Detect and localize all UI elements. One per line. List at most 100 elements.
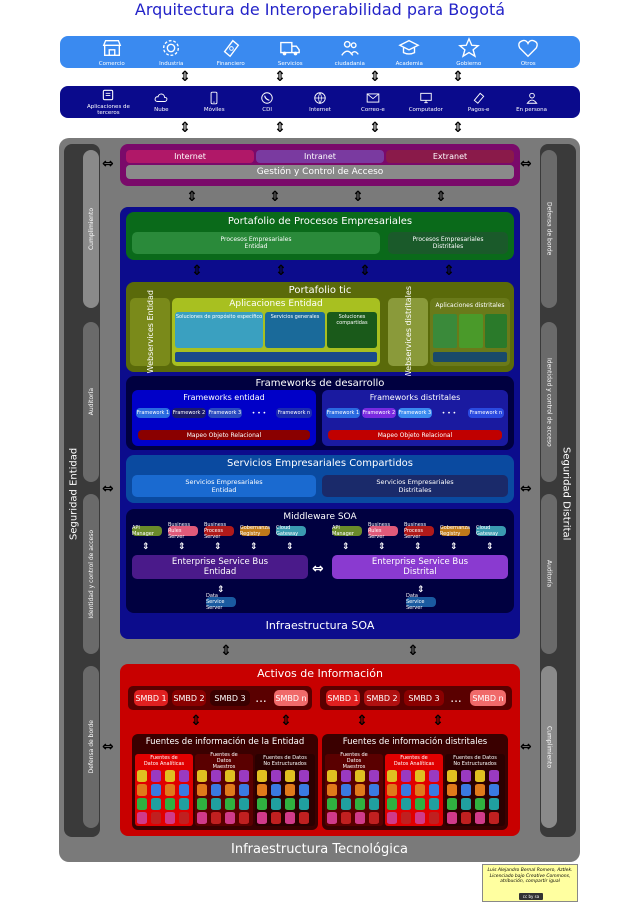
middleware-title: Middleware SOA xyxy=(283,512,357,522)
fw-d-2: Framework 2 xyxy=(362,408,396,418)
ws-distritales: Webservices distritales xyxy=(388,286,428,378)
database-icon xyxy=(197,798,207,810)
fw-d-1: Framework 1 xyxy=(326,408,360,418)
store-icon xyxy=(102,39,122,56)
seguridad-entidad-column: Cumplimiento Auditoría Identidad y contr… xyxy=(64,144,100,837)
database-icon xyxy=(447,812,457,824)
arrow-updown: ⇕ xyxy=(359,263,371,279)
smbd-d-n: SMBD n xyxy=(470,690,506,706)
fw-e-2: Framework 2 xyxy=(172,408,206,418)
intranet-pill: Intranet xyxy=(256,150,384,163)
arrow-leftright: ⇔ xyxy=(102,481,114,497)
database-icon xyxy=(239,812,249,824)
sector-industria: Industria xyxy=(142,37,202,68)
mw-e-registry: Gobernanza Registry xyxy=(239,525,271,537)
frameworks-distritales-title: Frameworks distritales xyxy=(369,392,461,402)
arrow-updown-small: ⇕ xyxy=(378,542,386,552)
sector-servicios: Servicios xyxy=(261,37,321,68)
database-icon xyxy=(369,784,379,796)
arrow-updown: ⇕ xyxy=(179,120,191,136)
arrow-leftright: ⇔ xyxy=(102,156,114,172)
arrow-updown-small: ⇕ xyxy=(250,542,258,552)
arrow-updown-small: ⇕ xyxy=(286,542,294,552)
tic-title: Portafolio tic xyxy=(288,284,352,296)
database-icon xyxy=(461,784,471,796)
arrow-updown: ⇕ xyxy=(452,120,464,136)
sector-otros: Otros xyxy=(499,37,559,68)
smbd-e-3: SMBD 3 xyxy=(210,690,250,706)
page-title: Arquitectura de Interoperabilidad para B… xyxy=(134,0,506,19)
esb-entidad: Enterprise Service Bus Entidad xyxy=(132,555,308,579)
servicios-box: Servicios Empresariales Compartidos Serv… xyxy=(126,455,514,503)
arrow-updown-small: ⇕ xyxy=(417,585,425,595)
database-icon xyxy=(271,784,281,796)
procesos-entidad: Procesos Empresariales Entidad xyxy=(132,232,380,254)
smbd-d-3: SMBD 3 xyxy=(404,690,444,706)
channel-computador: Computador xyxy=(399,91,452,114)
database-icon xyxy=(285,812,295,824)
database-icon xyxy=(151,798,161,810)
database-icon xyxy=(387,784,397,796)
arrow-updown: ⇕ xyxy=(407,643,419,659)
database-icon xyxy=(271,770,281,782)
sector-gobierno: Gobierno xyxy=(439,36,499,68)
mw-d-rules: Business Rules Server xyxy=(368,522,398,540)
mw-e-rules: Business Rules Server xyxy=(168,522,198,540)
arrow-updown: ⇕ xyxy=(452,69,464,85)
database-icon xyxy=(197,812,207,824)
data-service-entidad: Data Service Server xyxy=(206,593,236,611)
servicios-title: Servicios Empresariales Compartidos xyxy=(226,457,414,469)
servicios-entidad: Servicios Empresariales Entidad xyxy=(132,475,316,497)
arrow-updown-small: ⇕ xyxy=(414,542,422,552)
arrow-updown: ⇕ xyxy=(186,189,198,205)
data-service-distrital: Data Service Server xyxy=(406,593,436,611)
arrow-updown: ⇕ xyxy=(435,189,447,205)
database-icon xyxy=(461,798,471,810)
smbd-d-2: SMBD 2 xyxy=(364,690,400,706)
database-icon xyxy=(429,798,439,810)
frameworks-distritales-box: Frameworks distritales Framework 1 Frame… xyxy=(322,390,508,446)
database-icon xyxy=(415,798,425,810)
left-seg-defensa: Defensa de borde xyxy=(83,666,99,828)
esb-distrital: Enterprise Service Bus Distrital xyxy=(332,555,508,579)
apps-dist-strip xyxy=(433,352,507,362)
extranet-pill: Extranet xyxy=(386,150,514,163)
smbd-distrital-box: SMBD 1 SMBD 2 SMBD 3 ... SMBD n xyxy=(320,686,512,710)
database-icon xyxy=(341,770,351,782)
database-icon xyxy=(285,784,295,796)
right-seg-identidad: Identidad y control de acceso xyxy=(541,322,557,482)
database-icon xyxy=(401,770,411,782)
database-icon xyxy=(239,798,249,810)
arrow-updown-small: ⇕ xyxy=(486,542,494,552)
smbd-e-dots: ... xyxy=(255,691,267,705)
database-icon xyxy=(151,812,161,824)
channel-cdi: CDI xyxy=(241,91,294,114)
database-icon xyxy=(415,812,425,824)
database-icon xyxy=(299,798,309,810)
database-icon xyxy=(285,770,295,782)
database-icon xyxy=(211,784,221,796)
database-icon xyxy=(387,812,397,824)
mapeo-distrital: Mapeo Objeto Relacional xyxy=(328,430,502,440)
smbd-d-dots: ... xyxy=(450,691,462,705)
channels-band: Aplicaciones de terceros Nube Móviles CD… xyxy=(60,86,580,118)
database-icon xyxy=(225,812,235,824)
mw-e-api: API Manager xyxy=(132,525,162,537)
monitor-icon xyxy=(420,92,432,103)
database-icon xyxy=(285,798,295,810)
arrow-updown: ⇕ xyxy=(443,263,455,279)
database-icon xyxy=(401,812,411,824)
database-icon xyxy=(299,812,309,824)
apps-services-strip xyxy=(175,352,377,362)
right-seg-cumplimiento: Cumplimiento xyxy=(541,666,557,828)
fw-d-n: Framework n xyxy=(468,408,504,418)
arrow-updown-small: ⇕ xyxy=(450,542,458,552)
cc-badge: cc by sa xyxy=(519,893,543,900)
database-icon xyxy=(257,784,267,796)
mw-e-process: Business Process Server xyxy=(204,522,234,540)
database-icon xyxy=(197,770,207,782)
database-icon xyxy=(165,770,175,782)
database-icon xyxy=(271,798,281,810)
database-icon xyxy=(225,770,235,782)
arrow-updown: ⇕ xyxy=(275,263,287,279)
